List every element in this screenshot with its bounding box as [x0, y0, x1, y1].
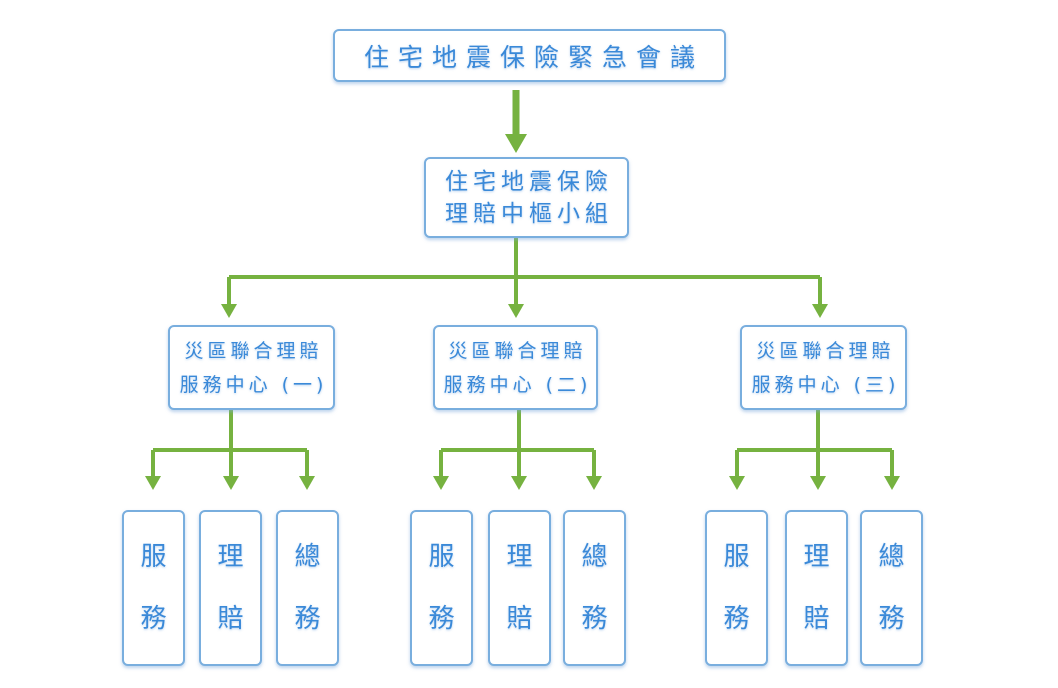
branch-center1-to-teams — [145, 410, 315, 490]
leaf-node-general-affairs-1: 總務 — [276, 510, 339, 666]
leaf-node-label: 服務 — [723, 542, 750, 634]
leaf-node-claims-3: 理賠 — [785, 510, 848, 666]
leaf-node-general-affairs-2: 總務 — [563, 510, 626, 666]
branch-hub-to-centers — [221, 238, 828, 318]
leaf-node-label: 總務 — [878, 542, 905, 634]
center-node-1: 災區聯合理賠 服務中心 (一) — [168, 325, 335, 410]
leaf-node-service-1: 服務 — [122, 510, 185, 666]
center-node-3-label: 災區聯合理賠 服務中心 (三) — [752, 334, 900, 402]
branch-center2-to-teams — [433, 410, 602, 490]
leaf-node-service-2: 服務 — [410, 510, 473, 666]
center-node-2-line1: 災區聯合理賠 — [448, 339, 587, 362]
leaf-node-general-affairs-3: 總務 — [860, 510, 923, 666]
center-node-3: 災區聯合理賠 服務中心 (三) — [740, 325, 907, 410]
center-node-1-label: 災區聯合理賠 服務中心 (一) — [180, 334, 328, 402]
leaf-node-claims-2: 理賠 — [488, 510, 551, 666]
center-node-3-line2: 服務中心 (三) — [751, 373, 900, 396]
leaf-node-label: 服務 — [428, 542, 455, 634]
hub-node-line2: 理賠中樞小組 — [445, 200, 613, 227]
root-node-label: 住宅地震保險緊急會議 — [363, 42, 704, 72]
center-node-2: 災區聯合理賠 服務中心 (二) — [433, 325, 598, 410]
leaf-node-label: 理賠 — [803, 542, 830, 634]
hub-node-label: 住宅地震保險 理賠中樞小組 — [445, 166, 613, 230]
leaf-node-claims-1: 理賠 — [199, 510, 262, 666]
leaf-node-label: 理賠 — [217, 542, 244, 634]
arrow-root-to-hub — [505, 90, 527, 153]
hub-node-claims-central-group: 住宅地震保險 理賠中樞小組 — [424, 157, 629, 238]
hub-node-line1: 住宅地震保險 — [445, 168, 613, 195]
center-node-1-line2: 服務中心 (一) — [179, 373, 328, 396]
leaf-node-service-3: 服務 — [705, 510, 768, 666]
leaf-node-label: 服務 — [140, 542, 167, 634]
leaf-node-label: 理賠 — [506, 542, 533, 634]
center-node-3-line1: 災區聯合理賠 — [756, 339, 895, 362]
center-node-2-label: 災區聯合理賠 服務中心 (二) — [444, 334, 592, 402]
root-node-emergency-meeting: 住宅地震保險緊急會議 — [333, 29, 726, 82]
branch-center3-to-teams — [729, 410, 900, 490]
center-node-1-line1: 災區聯合理賠 — [184, 339, 323, 362]
leaf-node-label: 總務 — [581, 542, 608, 634]
leaf-node-label: 總務 — [294, 542, 321, 634]
center-node-2-line2: 服務中心 (二) — [443, 373, 592, 396]
